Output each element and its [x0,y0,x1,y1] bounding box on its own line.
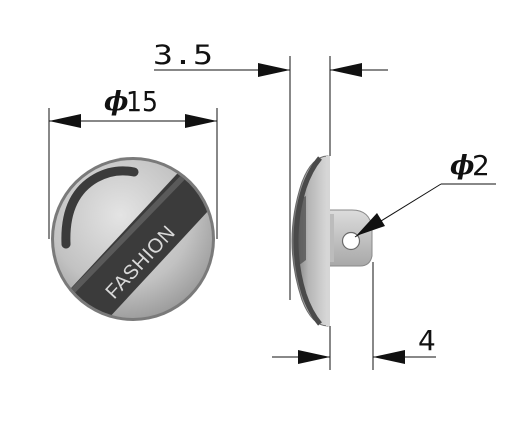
arrowhead [185,114,217,128]
dimension-diameter: ϕ 15 [48,85,218,239]
arrowhead [258,63,290,77]
dimension-label-diameter: 15 [126,85,158,118]
face-highlight-arc [61,166,139,249]
dimension-label-shank-length: 4 [418,324,436,357]
diameter-symbol: ϕ [104,87,128,117]
dimension-hole-diameter: ϕ 2 [354,149,496,238]
button-side-view [291,155,373,327]
arrowhead [298,350,330,364]
arrowhead [49,114,81,128]
arrowhead [373,350,405,364]
arrowhead [356,213,385,236]
arrowhead [330,63,362,77]
dimension-label-thickness: 3.5 [153,40,213,71]
button-front-view: FASHION [51,157,215,321]
face-stripe [60,162,212,318]
dimension-shank-length: 4 [272,262,436,370]
hole-diameter-symbol: ϕ [450,151,474,181]
dimension-label-hole-diameter: 2 [472,149,490,182]
dimension-thickness: 3.5 [153,40,388,300]
